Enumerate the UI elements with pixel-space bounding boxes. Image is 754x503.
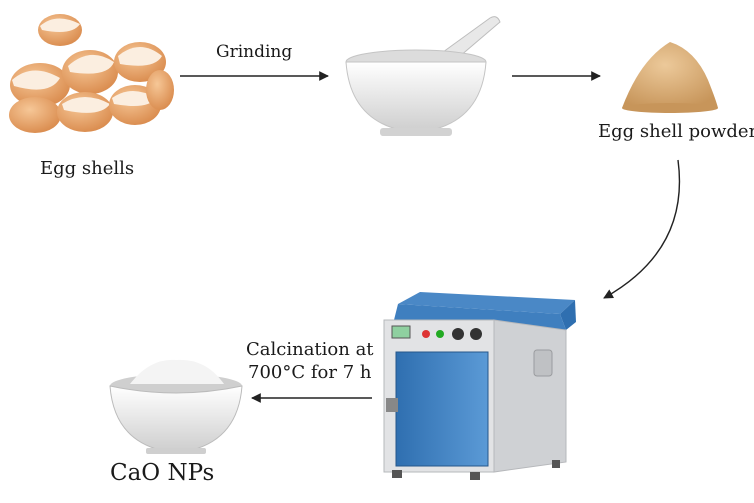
egg-shell-powder-label: Egg shell powder — [598, 121, 754, 142]
cao-nps-label: CaO NPs — [110, 460, 215, 486]
bowl-icon — [109, 359, 243, 454]
grinding-label: Grinding — [216, 42, 293, 62]
calcination-label: Calcination at 700°C for 7 h — [246, 338, 374, 384]
calcination-line1: Calcination at — [246, 339, 374, 360]
egg-shells-label: Egg shells — [40, 158, 135, 179]
powder-pile-icon — [622, 42, 718, 113]
egg-shells-image — [9, 14, 174, 133]
calcination-line2: 700°C for 7 h — [248, 362, 372, 383]
mortar-pestle-icon — [345, 16, 501, 136]
arrow-to-oven — [603, 159, 681, 299]
oven-furnace-icon — [383, 292, 576, 480]
